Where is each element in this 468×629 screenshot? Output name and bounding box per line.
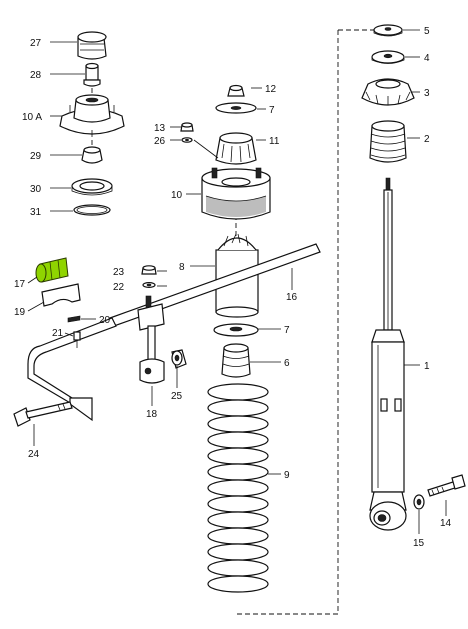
part-31-o-ring — [73, 204, 111, 216]
label-part-15: 15 — [413, 538, 425, 549]
label-part-16: 16 — [286, 292, 298, 303]
part-7-washer-upper — [215, 102, 257, 114]
leader-lines — [27, 29, 447, 534]
part-22-washer — [142, 282, 156, 289]
part-6-bump-pad — [221, 343, 251, 378]
part-21-screw — [73, 331, 81, 348]
label-part-25: 25 — [171, 391, 183, 402]
part-18-drop-link — [137, 295, 165, 384]
label-part-3: 3 — [424, 88, 430, 99]
part-14-bolt — [427, 474, 466, 497]
label-part-10a: 10 A — [22, 112, 42, 123]
label-part-13: 13 — [154, 123, 166, 134]
part-23-nut — [141, 265, 157, 275]
label-part-17: 17 — [14, 279, 26, 290]
label-part-5: 5 — [424, 26, 430, 37]
assembly-line-shock — [236, 30, 339, 615]
label-part-19: 19 — [14, 307, 26, 318]
label-part-8: 8 — [179, 262, 185, 273]
part-17-bushing — [35, 257, 69, 283]
label-part-10: 10 — [171, 190, 183, 201]
part-1-shock-absorber — [369, 177, 407, 531]
part-19-bracket — [41, 283, 81, 307]
label-part-9: 9 — [284, 470, 290, 481]
label-part-23: 23 — [113, 267, 125, 278]
label-part-28: 28 — [30, 70, 42, 81]
part-28-bushing — [83, 62, 101, 87]
part-27-cap — [77, 31, 107, 60]
part-24-bolt — [13, 401, 73, 427]
label-part-18: 18 — [146, 409, 158, 420]
part-11-cushion — [215, 132, 257, 165]
part-25-bushing — [171, 349, 187, 369]
part-7-washer-lower — [213, 323, 259, 337]
label-part-7-upper: 7 — [269, 105, 275, 116]
part-3-spring-seat — [361, 78, 415, 106]
part-26-washer — [181, 137, 193, 143]
part-13-nut — [180, 122, 194, 132]
part-30-ring — [71, 178, 113, 196]
part-4-washer — [371, 50, 405, 64]
part-labels: 5 4 3 2 1 14 15 27 28 10 A 29 30 31 12 7… — [14, 26, 452, 549]
label-part-30: 30 — [30, 184, 42, 195]
label-part-4: 4 — [424, 53, 430, 64]
label-part-31: 31 — [30, 207, 42, 218]
label-part-29: 29 — [30, 151, 42, 162]
part-10a-top-mount — [59, 94, 125, 137]
label-part-14: 14 — [440, 518, 452, 529]
label-part-12: 12 — [265, 84, 277, 95]
label-part-26: 26 — [154, 136, 166, 147]
label-part-6: 6 — [284, 358, 290, 369]
part-15-washer — [413, 494, 425, 510]
label-part-21: 21 — [52, 328, 64, 339]
label-part-27: 27 — [30, 38, 42, 49]
label-part-22: 22 — [113, 282, 125, 293]
part-9-coil-spring — [207, 383, 269, 593]
part-29-nut — [81, 146, 103, 164]
part-10-mount — [201, 167, 271, 220]
label-part-20: 20 — [99, 315, 111, 326]
label-part-1: 1 — [424, 361, 430, 372]
label-part-24: 24 — [28, 449, 40, 460]
label-part-7-lower: 7 — [284, 325, 290, 336]
part-5-washer — [373, 24, 403, 37]
part-20-screw — [67, 315, 81, 323]
label-part-11: 11 — [269, 136, 280, 147]
part-2-bump-stop — [369, 120, 407, 163]
part-12-nut — [227, 84, 245, 97]
label-part-2: 2 — [424, 134, 430, 145]
